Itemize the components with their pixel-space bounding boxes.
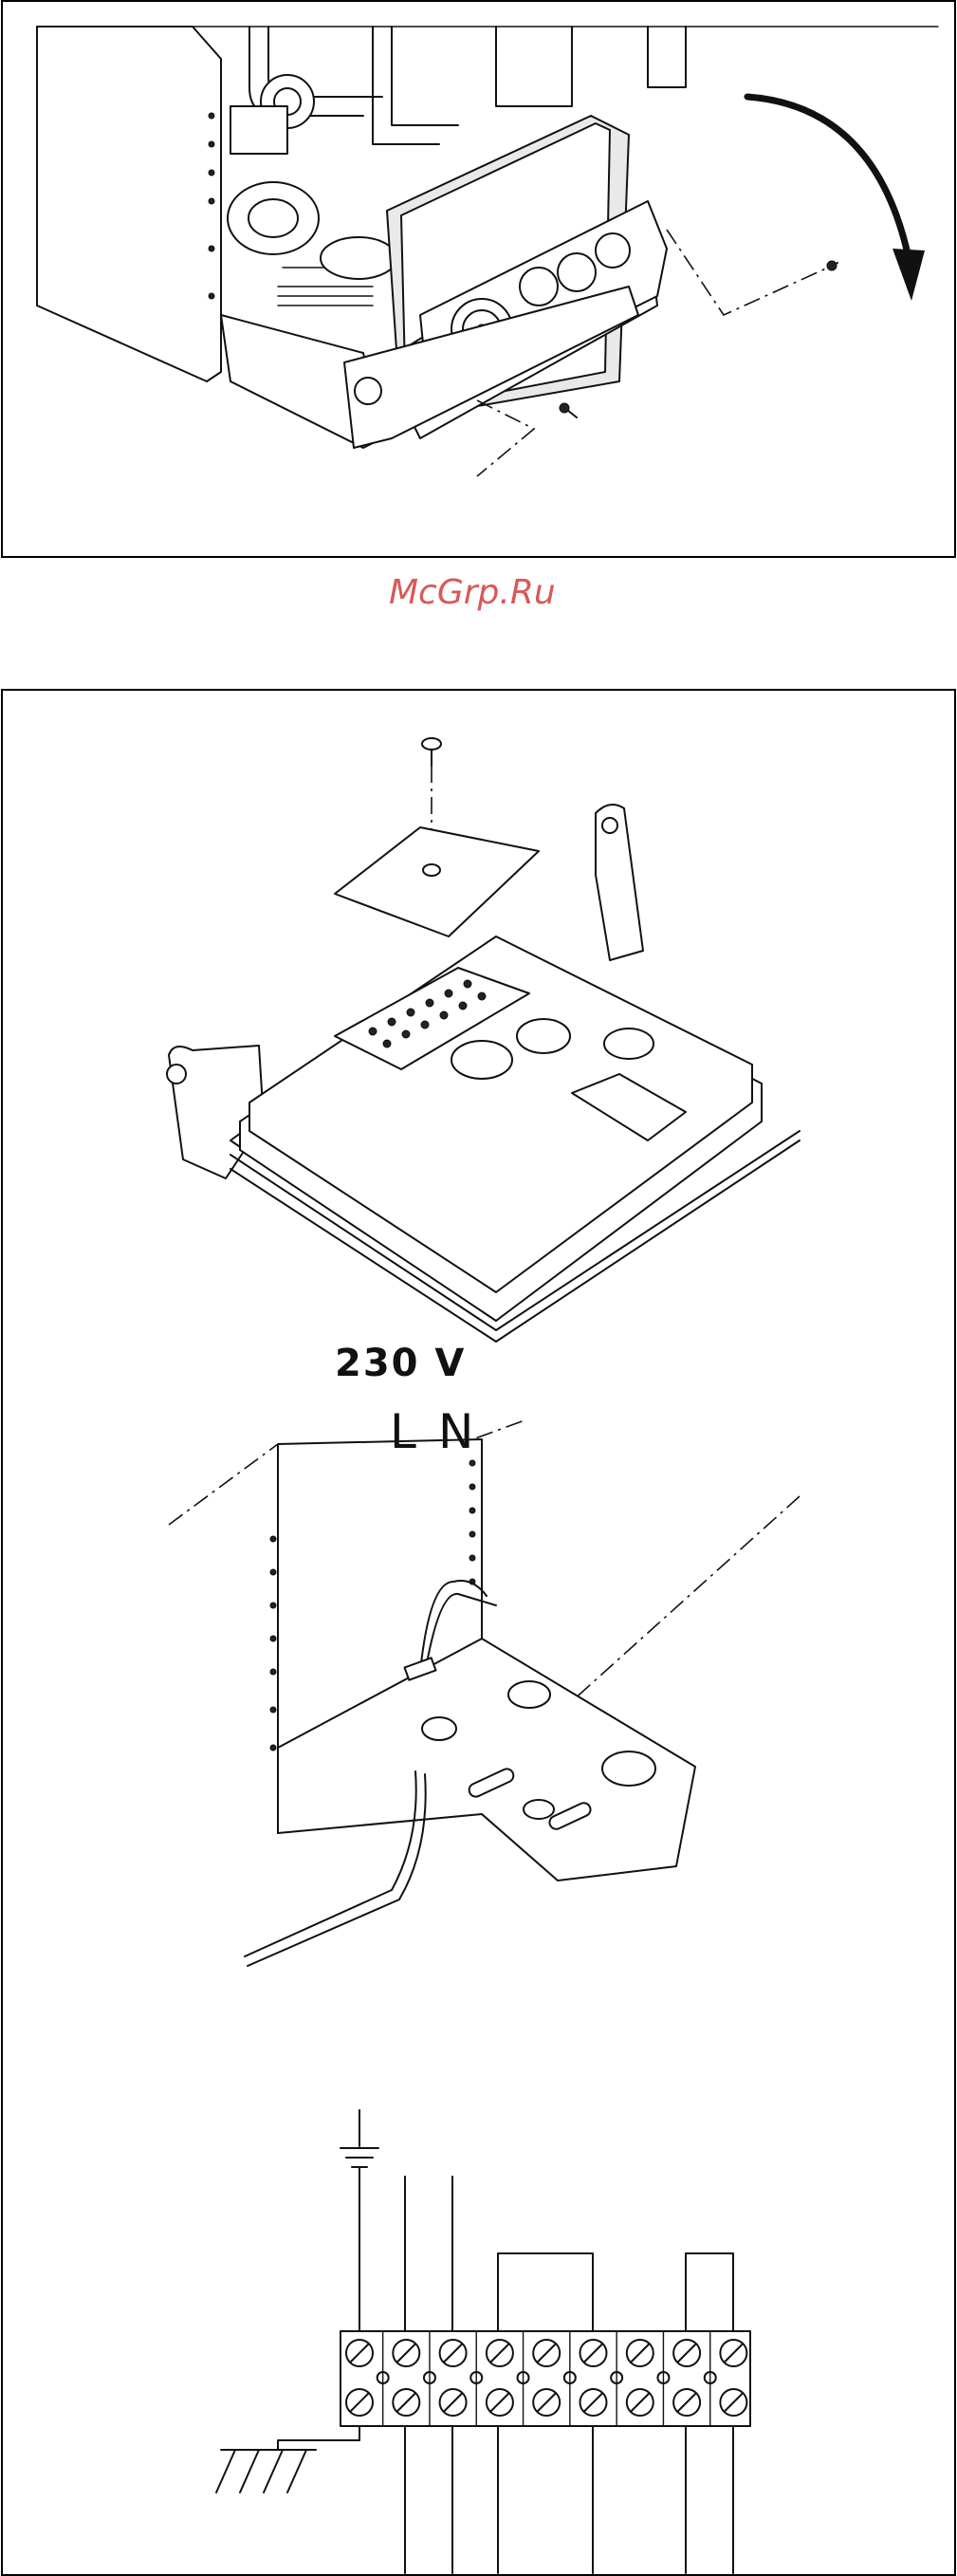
control-box-drawing <box>167 738 800 1342</box>
cable-entry-drawing <box>169 1420 800 1966</box>
screw-icon <box>827 261 837 270</box>
supply-voltage-label: 230 V <box>335 1342 466 1385</box>
earth-ground-icon <box>216 2450 316 2493</box>
wiring-figure-drawing <box>3 691 956 2576</box>
earth-ground-icon <box>340 2110 378 2167</box>
boiler-front-drawing <box>3 2 956 558</box>
neutral-label: N <box>438 1404 473 1459</box>
figure-panel-control-box-hinge <box>1 0 956 558</box>
curved-arrow-icon <box>747 97 925 301</box>
phase-label: L <box>390 1404 416 1459</box>
screw-icon <box>560 403 577 417</box>
figure-panel-wiring <box>1 689 956 2576</box>
terminal-block-diagram <box>216 2110 750 2573</box>
watermark-text: McGrp.Ru <box>389 573 556 612</box>
